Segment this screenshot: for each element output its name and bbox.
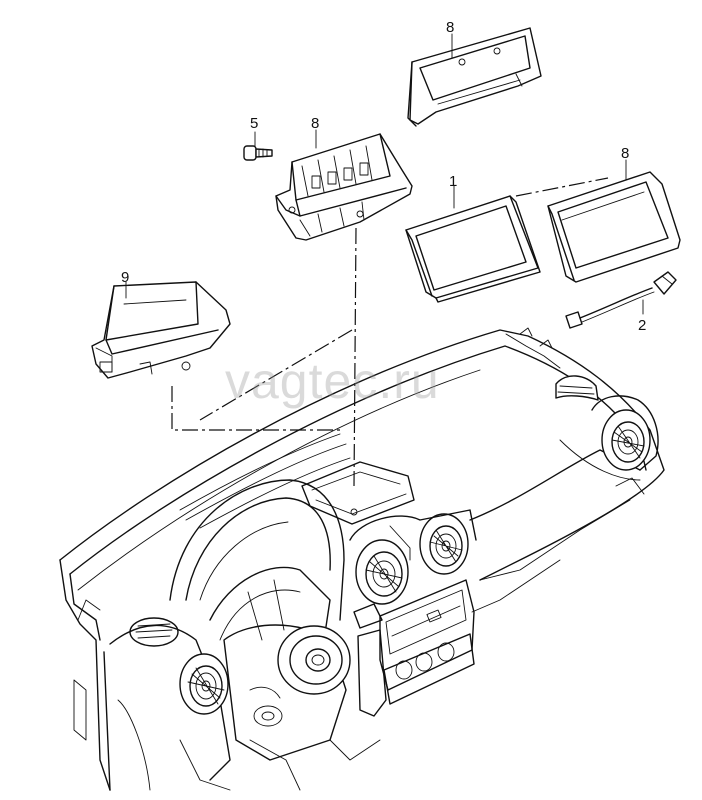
screw-part[interactable] — [243, 145, 273, 161]
callout-1: 1 — [449, 173, 457, 190]
tray-part[interactable] — [91, 281, 231, 379]
bracket-mid[interactable] — [275, 133, 413, 241]
bracket-top[interactable] — [407, 27, 542, 127]
dashboard-assembly — [59, 327, 665, 791]
callout-8-right: 8 — [621, 145, 629, 162]
cable-part[interactable] — [565, 271, 677, 329]
callout-8-top: 8 — [446, 19, 454, 36]
bracket-right[interactable] — [547, 171, 681, 283]
display-screen-part[interactable] — [405, 195, 541, 303]
callout-9: 9 — [121, 269, 129, 286]
callout-8-mid: 8 — [311, 115, 319, 132]
callout-5: 5 — [250, 115, 258, 132]
callout-2: 2 — [638, 317, 646, 334]
